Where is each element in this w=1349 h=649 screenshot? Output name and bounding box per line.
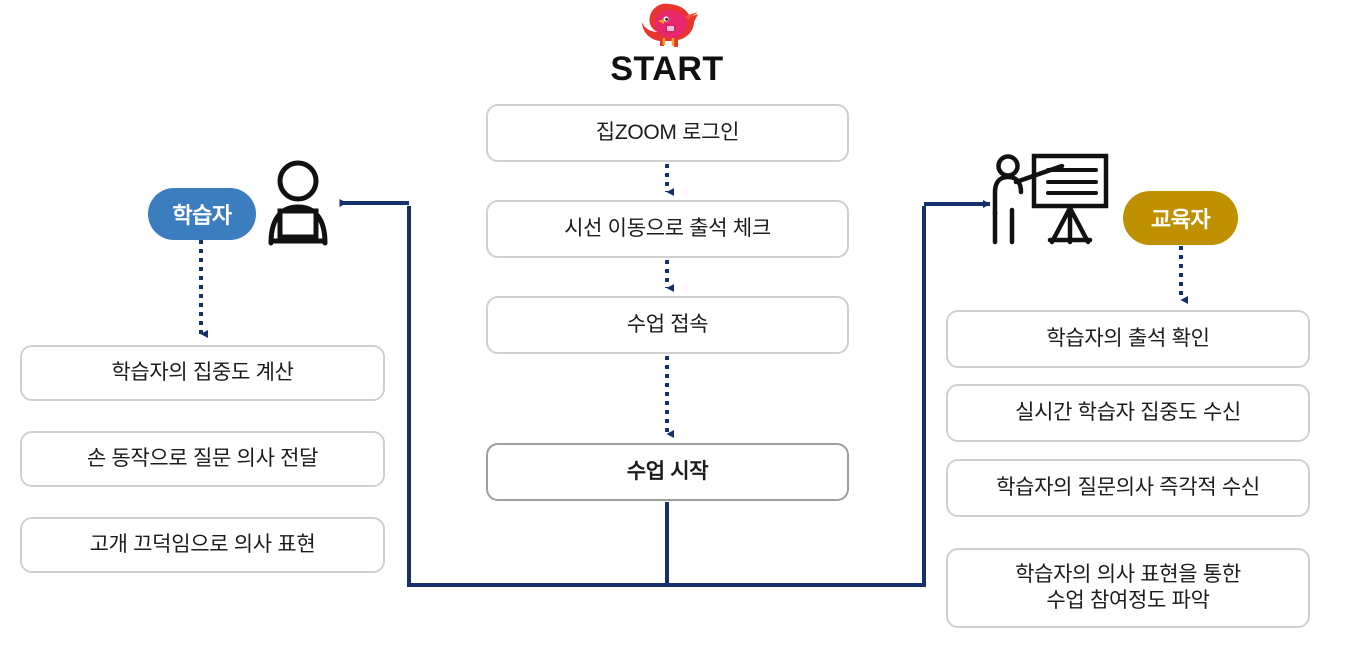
teacher-badge-label: 교육자 — [1150, 207, 1211, 232]
teacher-item-1[interactable]: 학습자의 출석 확인 — [946, 310, 1310, 368]
learner-item-1[interactable]: 학습자의 집중도 계산 — [20, 345, 385, 401]
center-step-3[interactable]: 수업 접속 — [486, 296, 849, 354]
learner-badge[interactable]: 학습자 — [148, 188, 256, 240]
connector-bus-left — [407, 206, 669, 587]
teacher-item-2[interactable]: 실시간 학습자 집중도 수신 — [946, 384, 1310, 442]
teacher-item-3[interactable]: 학습자의 질문의사 즉각적 수신 — [946, 459, 1310, 517]
bird-mascot-icon — [640, 2, 702, 50]
teacher-badge[interactable]: 교육자 — [1123, 191, 1238, 245]
learner-badge-label: 학습자 — [172, 203, 232, 228]
learner-item-2[interactable]: 손 동작으로 질문 의사 전달 — [20, 431, 385, 487]
start-label: START — [610, 50, 724, 88]
person-with-laptop-icon — [263, 157, 333, 249]
learner-item-3[interactable]: 고개 끄덕임으로 의사 표현 — [20, 517, 385, 573]
connector-bus-right — [665, 206, 926, 587]
center-step-4[interactable]: 수업 시작 — [486, 443, 849, 501]
center-step-1[interactable]: 집ZOOM 로그인 — [486, 104, 849, 162]
teacher-at-board-icon — [990, 152, 1112, 246]
teacher-item-4[interactable]: 학습자의 의사 표현을 통한 수업 참여정도 파악 — [946, 548, 1310, 628]
center-step-2[interactable]: 시선 이동으로 출석 체크 — [486, 200, 849, 258]
